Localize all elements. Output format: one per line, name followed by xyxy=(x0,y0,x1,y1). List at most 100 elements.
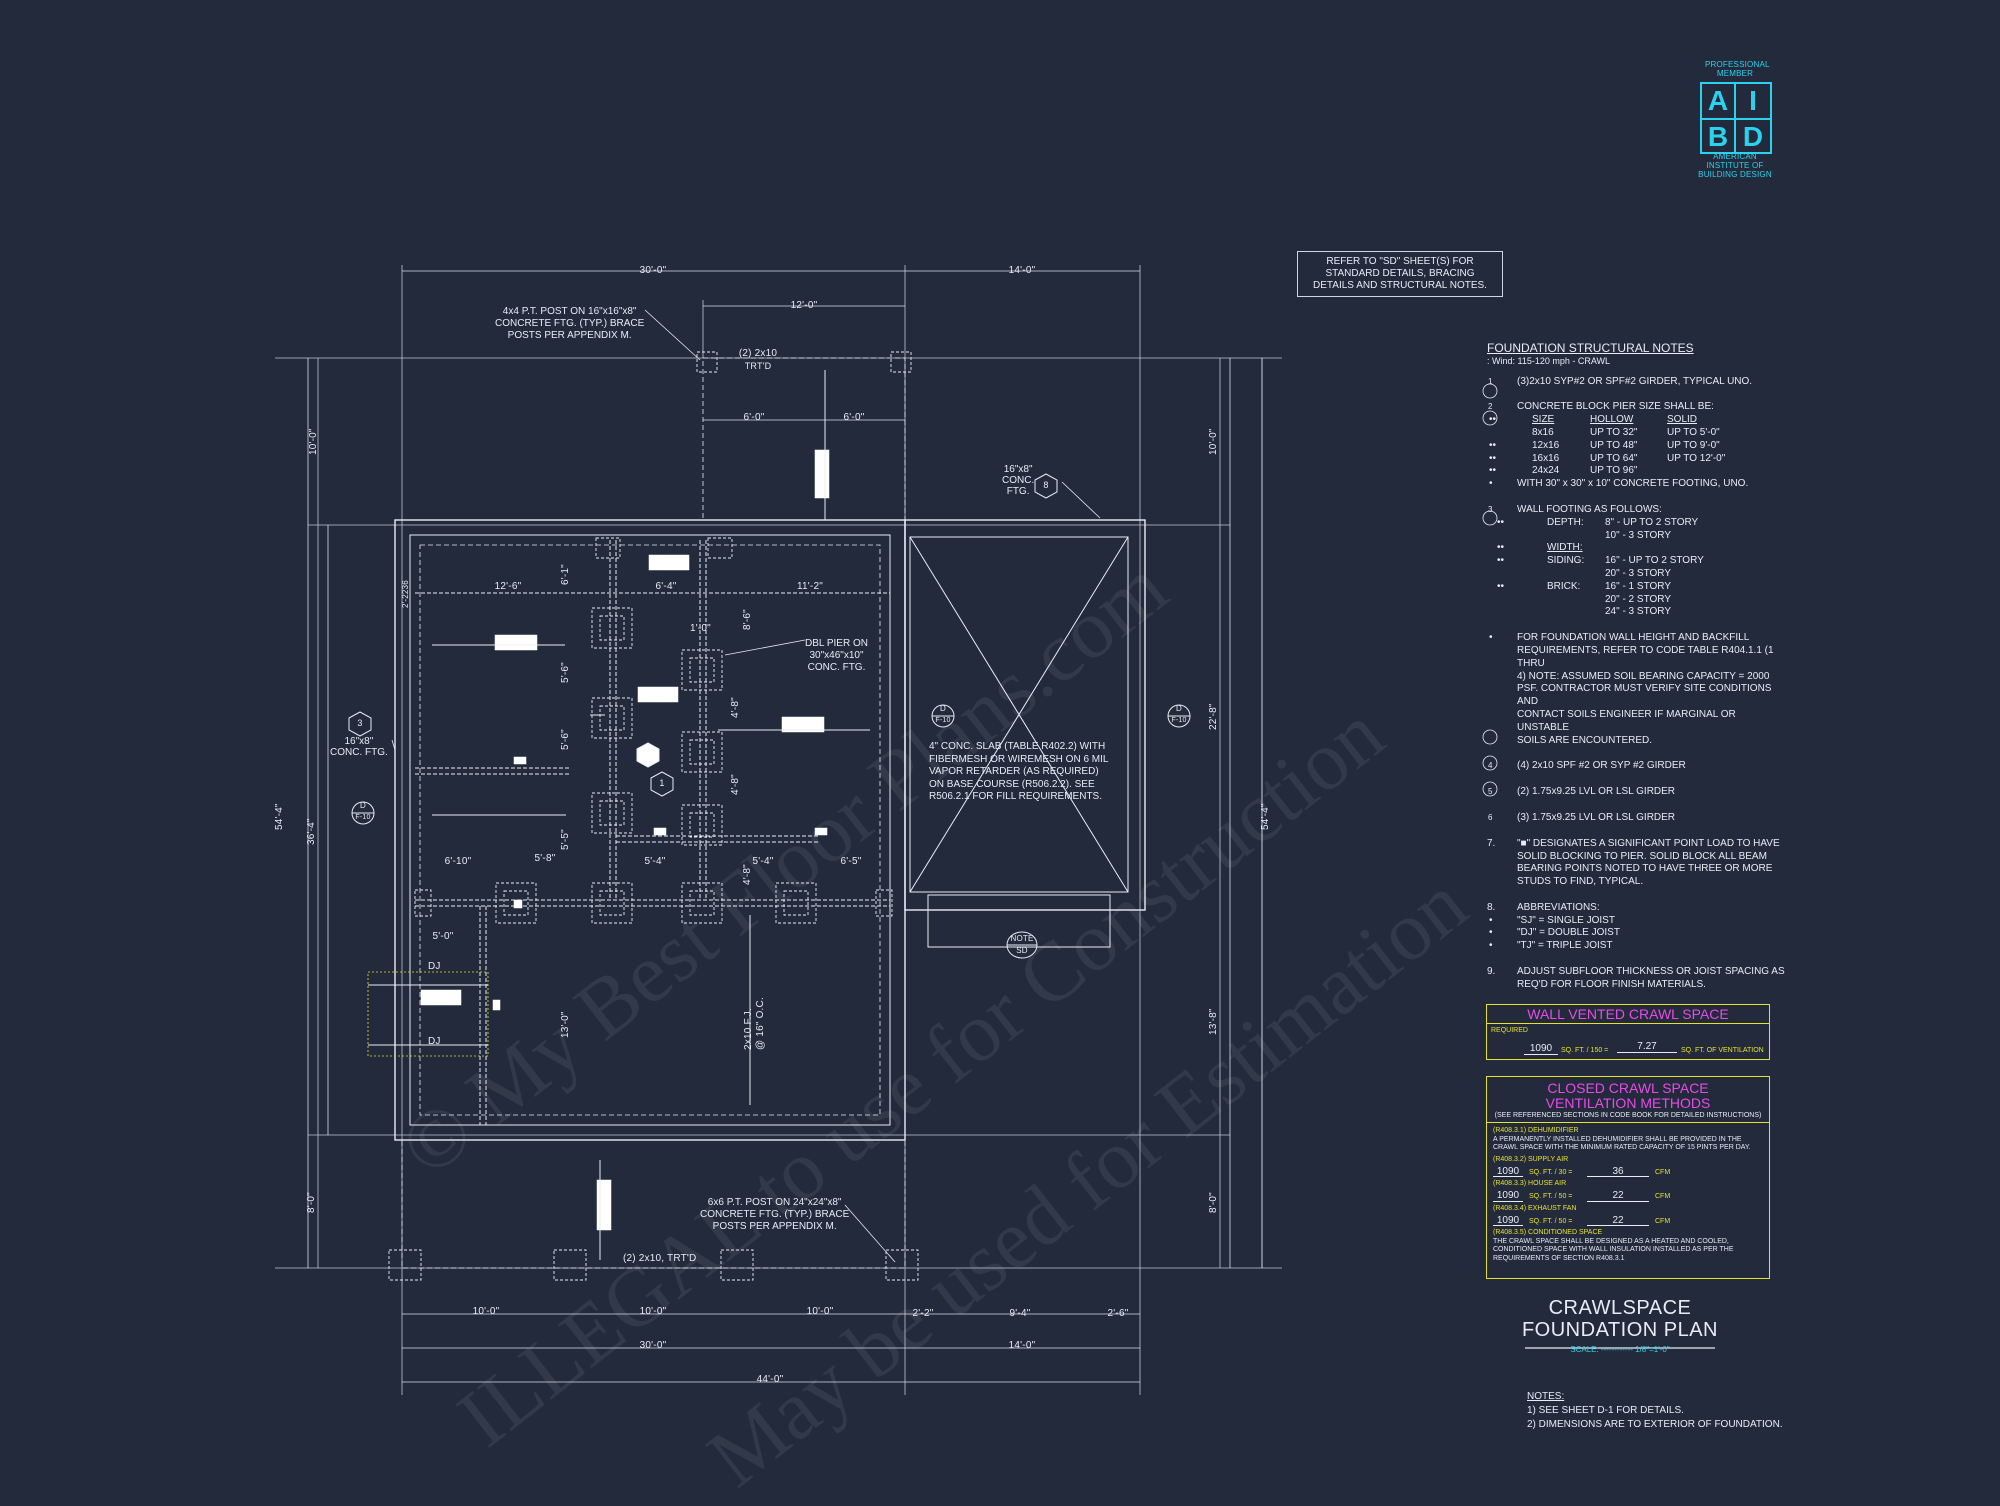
brick-2: 20" - 2 STORY xyxy=(1605,593,1671,605)
dbl-pier-1: DBL PIER ON xyxy=(805,638,868,649)
exhaust-code: (R408.3.4) EXHAUST FAN xyxy=(1493,1204,1577,1212)
note-9-1: ADJUST SUBFLOOR THICKNESS OR JOIST SPACI… xyxy=(1517,966,1785,978)
siding-2: 20" - 3 STORY xyxy=(1605,567,1671,579)
dj-top-label: DJ xyxy=(428,961,441,972)
note-2b: WITH 30" x 30" x 10" CONCRETE FOOTING, U… xyxy=(1517,478,1749,490)
slab-note: 4" CONC. SLAB (TABLE R402.2) WITH FIBERM… xyxy=(929,741,1108,804)
post-top-line-2: CONCRETE FTG. (TYP.) BRACE xyxy=(495,318,645,329)
dim-room-6-4: 6'-4" xyxy=(655,581,677,592)
dim-v-4-8a: 4'-8" xyxy=(730,697,741,718)
slab-2: FIBERMESH OR WIREMESH ON 6 MIL xyxy=(929,753,1109,765)
dim-v-5-6a: 5'-6" xyxy=(560,662,571,683)
notes-title: FOUNDATION STRUCTURAL NOTES xyxy=(1487,341,1694,355)
dbl-pier-note: DBL PIER ON 30"x46"x10" CONC. FTG. xyxy=(805,638,868,674)
dehum-code: (R408.3.1) DEHUMIDIFIER xyxy=(1493,1127,1579,1134)
siding-1: 16" - UP TO 2 STORY xyxy=(1605,555,1704,567)
tag-d-2-top: D xyxy=(1176,704,1182,713)
girder-bottom-label: (2) 2x10, TRT'D xyxy=(623,1253,697,1264)
siding-label: SIDING: xyxy=(1547,555,1585,567)
exhaust-area: 1090 xyxy=(1493,1215,1523,1226)
supply-code: (R408.3.2) SUPPLY AIR xyxy=(1493,1155,1569,1163)
pier-row-2-solid: UP TO 9'-0" xyxy=(1667,439,1720,451)
dim-h-5-0: 5'-0" xyxy=(432,931,454,942)
note-num-3: 3 xyxy=(1488,504,1493,514)
note-num-4: 4 xyxy=(1488,761,1493,771)
brick-3: 24" - 3 STORY xyxy=(1605,606,1671,618)
pier-head-solid: SOLID xyxy=(1667,414,1698,426)
plan-title-block: CRAWLSPACE FOUNDATION PLAN SCALE: ------… xyxy=(1520,1297,1720,1354)
depth-label: DEPTH: xyxy=(1547,516,1584,528)
note-7-4: STUDS TO FIND, TYPICAL. xyxy=(1517,876,1644,888)
refer-note-text: REFER TO "SD" SHEET(S) FOR STANDARD DETA… xyxy=(1313,256,1487,291)
conc-ftg-left-note: 16"x8" CONC. FTG. xyxy=(330,736,388,758)
note-num-2: 2 xyxy=(1488,402,1493,412)
depth-2: 10" - 3 STORY xyxy=(1605,529,1671,541)
note-3b-5: CONTACT SOILS ENGINEER IF MARGINAL OR UN… xyxy=(1517,708,1736,733)
tag-d-1-top: D xyxy=(940,704,946,713)
vented-unit-2: SQ. FT. OF VENTILATION xyxy=(1681,1047,1764,1054)
dim-left-54: 54'-4" xyxy=(274,803,285,830)
logo-top-text: PROFESSIONAL MEMBER xyxy=(1705,60,1770,78)
house-area: 1090 xyxy=(1493,1191,1523,1202)
dim-right-13: 13'-8" xyxy=(1208,1008,1219,1035)
bottom-notes-title: NOTES: xyxy=(1527,1391,1565,1402)
dim-porch-half-right: 6'-0" xyxy=(843,412,865,423)
note-num-6: 6 xyxy=(1488,812,1493,822)
post-top-note: 4x4 P.T. POST ON 16"x16"x8" CONCRETE FTG… xyxy=(495,306,644,342)
tag-d-1-bottom: F-10 xyxy=(935,717,951,724)
logo-letter-d: D xyxy=(1742,121,1764,152)
supply-cfm: CFM xyxy=(1655,1168,1671,1176)
note-3b-6: SOILS ARE ENCOUNTERED. xyxy=(1517,734,1653,746)
bottom-note-2: 2) DIMENSIONS ARE TO EXTERIOR OF FOUNDAT… xyxy=(1527,1419,1783,1430)
note-num-5: 5 xyxy=(1488,787,1493,797)
closed-crawl-box: CLOSED CRAWL SPACE VENTILATION METHODS (… xyxy=(1486,1076,1770,1279)
note-num-9: 9. xyxy=(1487,966,1496,978)
note-2: CONCRETE BLOCK PIER SIZE SHALL BE: xyxy=(1517,401,1714,413)
dim-v-8-6: 8'-6" xyxy=(742,609,753,630)
pier-head-size: SIZE xyxy=(1532,414,1555,426)
dim-bot-2-2: 2'-2" xyxy=(912,1308,934,1319)
post-top-line-3: POSTS PER APPENDIX M. xyxy=(507,330,632,341)
house-code: (R408.3.3) HOUSE AIR xyxy=(1493,1180,1567,1187)
girder-top-line-1: (2) 2x10 xyxy=(738,348,778,359)
dim-right-22: 22'-8" xyxy=(1208,703,1219,730)
refer-note-box: REFER TO "SD" SHEET(S) FOR STANDARD DETA… xyxy=(1297,251,1503,297)
dim-bot-10a: 10'-0" xyxy=(472,1306,500,1317)
depth-1: 8" - UP TO 2 STORY xyxy=(1605,516,1699,528)
brick-1: 16" - 1 STORY xyxy=(1605,580,1671,592)
slab-5: R506.2.1 FOR FILL REQUIREMENTS. xyxy=(929,791,1103,802)
pier-row-4-hollow: UP TO 96" xyxy=(1590,465,1638,477)
foundation-notes: FOUNDATION STRUCTURAL NOTES : Wind: 115-… xyxy=(1487,342,1787,992)
supply-unit: SQ. FT. / 30 = xyxy=(1529,1168,1573,1176)
pier-row-3-size: 16x16 xyxy=(1532,452,1560,464)
note-1: (3)2x10 SYP#2 OR SPF#2 GIRDER, TYPICAL U… xyxy=(1517,375,1753,387)
dim-v-5-6b: 5'-6" xyxy=(560,729,571,750)
dim-v-5-5: 5'-5" xyxy=(560,829,571,850)
dim-v-2-2236: 2'-2236 xyxy=(401,580,410,608)
conc-ftg-right-1: 16"x8" xyxy=(1003,464,1033,475)
width-label: WIDTH: xyxy=(1547,542,1583,554)
dim-v-4-8b: 4'-8" xyxy=(730,774,741,795)
tag-d-2-bottom: F-10 xyxy=(1171,717,1187,724)
logo-letter-b: B xyxy=(1702,120,1736,154)
dim-room-11-2: 11'-2" xyxy=(797,581,823,592)
pier-row-3-hollow: UP TO 64" xyxy=(1590,452,1638,464)
dim-right-10: 10'-0" xyxy=(1208,428,1219,455)
bottom-notes: NOTES: 1) SEE SHEET D-1 FOR DETAILS. 2) … xyxy=(1527,1390,1783,1432)
dim-v-1-0: 1'-0" xyxy=(690,623,711,634)
pier-row-2-size: 12x16 xyxy=(1532,439,1560,451)
slab-4: ON BASE COURSE (R506.2.2). SEE xyxy=(929,778,1095,790)
dim-v-4-8c: 4'-8" xyxy=(742,864,753,885)
note-3: WALL FOOTING AS FOLLOWS: xyxy=(1517,503,1662,515)
brick-label: BRICK: xyxy=(1547,580,1581,592)
note-7-2: SOLID BLOCKING TO PIER. SOLID BLOCK ALL … xyxy=(1517,850,1767,862)
house-cfm: CFM xyxy=(1655,1193,1671,1200)
dim-h-5-4b: 5'-4" xyxy=(752,856,774,867)
logo-letter-a: A xyxy=(1702,84,1736,120)
conc-ftg-right-3: FTG. xyxy=(1006,486,1030,497)
cond-text-2: CONDITIONED SPACE WITH WALL INSULATION I… xyxy=(1493,1246,1734,1253)
wall-vented-box: WALL VENTED CRAWL SPACE REQUIRED 1090 SQ… xyxy=(1486,1004,1770,1060)
dim-top-left: 30'-0" xyxy=(639,265,667,276)
